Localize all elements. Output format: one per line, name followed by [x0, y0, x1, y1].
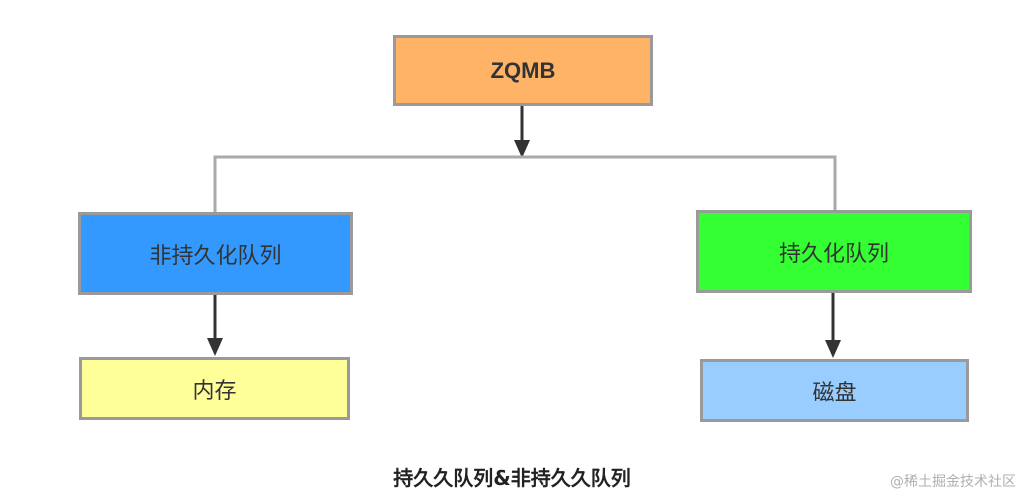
- node-memory: 内存: [79, 357, 350, 420]
- arrowhead-root: [514, 140, 530, 158]
- watermark: @稀土掘金技术社区: [890, 474, 1016, 490]
- node-zqmb-label: ZQMB: [490, 57, 556, 83]
- arrowhead-disk: [825, 340, 841, 358]
- node-zqmb: ZQMB: [393, 35, 653, 106]
- node-persistent-queue-label: 持久化队列: [778, 241, 889, 267]
- connector-branch: [213, 155, 837, 213]
- node-disk: 磁盘: [700, 359, 969, 422]
- diagram-caption: 持久久队列&非持久久队列: [393, 466, 631, 490]
- node-disk-label: 磁盘: [812, 380, 857, 406]
- node-memory-label: 内存: [192, 378, 237, 404]
- node-persistent-queue: 持久化队列: [696, 210, 972, 293]
- node-non-persistent-queue: 非持久化队列: [78, 212, 353, 295]
- arrowhead-memory: [207, 338, 223, 356]
- node-non-persistent-queue-label: 非持久化队列: [149, 243, 282, 269]
